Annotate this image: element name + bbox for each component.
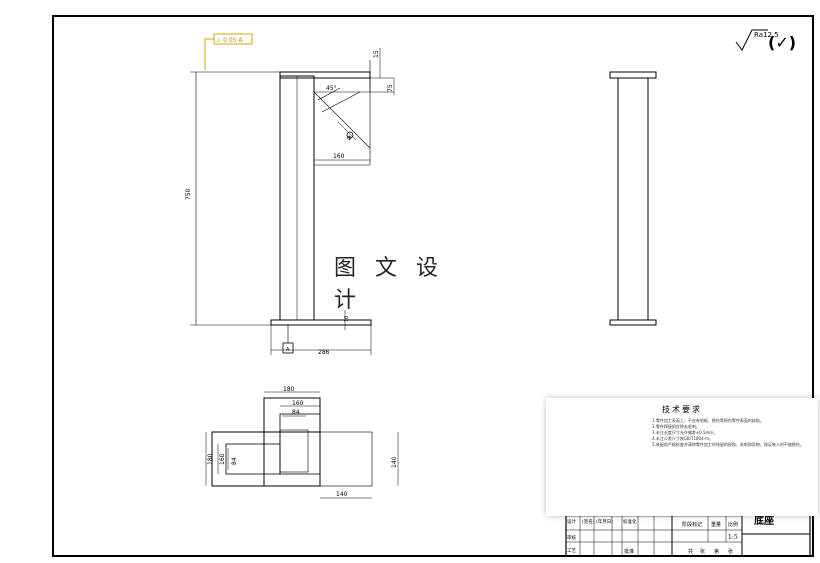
dim-top-flange: 15 (373, 50, 380, 58)
dim-angle: 45° (326, 85, 337, 92)
top-view (205, 391, 399, 499)
tolerance-text: ⊥ 0.05 A (216, 37, 243, 44)
roughness-symbol: Ra12.5 (✓) (735, 29, 796, 52)
row-label: (年月日) (596, 518, 613, 525)
title-row-labels: 设计 (签名) (年月日) 标准化 审核 工艺 (567, 518, 637, 554)
title-weight-label: 重量 (711, 521, 721, 528)
sheet-label: 张 (700, 548, 705, 555)
dim-gap: 75 (387, 84, 394, 92)
tech-note: 3.未注长度尺寸允许偏差±0.5mm。 (652, 430, 718, 435)
title-scale: 1:5 (728, 534, 738, 541)
watermark: 图 文 设 计 (334, 256, 484, 313)
dim-top-bottom-width: 140 (336, 491, 348, 498)
dim-base: 10 (344, 316, 350, 322)
tech-requirements-title: 技术要求 (662, 405, 702, 414)
title-stage-label: 阶段标记 (682, 521, 702, 528)
dim-top-inner: 84 (292, 409, 300, 416)
row-label: 标准化 (623, 518, 637, 525)
title-block (565, 479, 811, 557)
datum-label: A (286, 347, 290, 353)
sheet-label: 第 (714, 548, 719, 555)
dim-right-height: 140 (391, 456, 398, 468)
tech-note: 2.零件焊接前应除去毛刺。 (652, 424, 700, 429)
roughness-value: Ra12.5 (754, 31, 779, 39)
title-approve-label: 批准 (624, 548, 634, 555)
dim-bottom-width: 286 (318, 349, 330, 356)
sheet-label: 共 (688, 548, 693, 555)
side-view (609, 71, 657, 326)
dim-left-inner: 84 (231, 457, 238, 465)
title-sheet-labels: 共 张 第 张 (688, 548, 733, 555)
dim-top-outer: 180 (283, 386, 295, 393)
title-ratio-label: 比例 (728, 521, 738, 528)
tech-requirements-panel: 技术要求 1.零件加工表面上，不应有划痕、擦伤等损伤零件表面的缺陷。 2.零件焊… (546, 398, 818, 516)
tolerance-frame: ⊥ 0.05 A (204, 33, 253, 70)
sheet-label: 张 (728, 548, 733, 555)
tech-note: 1.零件加工表面上，不应有划痕、擦伤等损伤零件表面的缺陷。 (652, 418, 764, 423)
tech-requirements-notes: 1.零件加工表面上，不应有划痕、擦伤等损伤零件表面的缺陷。 2.零件焊接前应除去… (652, 418, 812, 448)
title-part-name: 底座 (754, 514, 774, 527)
side-label: 审核 (567, 534, 576, 541)
row-label: 设计 (567, 518, 576, 525)
tech-note: 4.未注公差尺寸按GB/T1804-m。 (652, 436, 713, 441)
dim-top-mid: 160 (292, 400, 304, 407)
dim-rib-length: 160 (333, 153, 345, 160)
row-label: (签名) (582, 518, 595, 525)
roughness-note: (✓) (768, 33, 796, 52)
dim-hole: Φ (347, 135, 352, 142)
side-label: 工艺 (567, 548, 576, 554)
dim-left-mid: 160 (219, 453, 226, 465)
tech-note: 5.装配前严格检查并清除零件加工时残留的锐角、毛刺和异物，保证装入时不被擦伤。 (652, 442, 804, 447)
sheet-border (52, 15, 814, 557)
dim-height: 750 (185, 188, 192, 200)
dim-left-outer: 180 (207, 453, 214, 465)
front-view (190, 48, 395, 355)
